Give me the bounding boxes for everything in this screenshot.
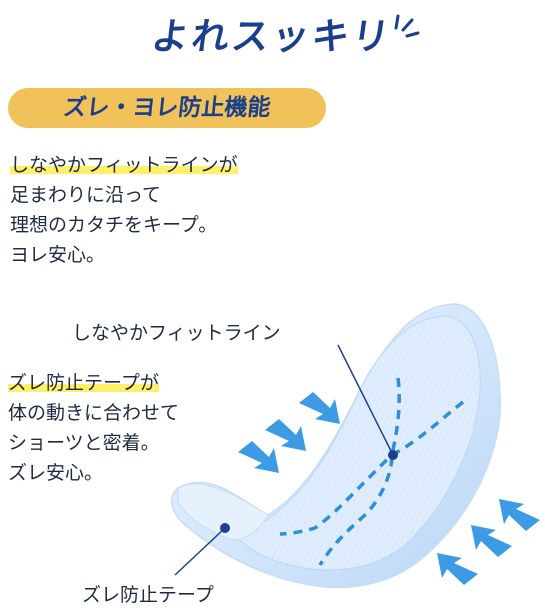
pad-front-tab [177,483,269,541]
sparkle-icon [394,14,420,38]
intro-line-highlight: しなやかフィットラインが [10,154,238,176]
callout-fit-line-label: しなやかフィットライン [72,322,281,344]
arrow-left-icon [471,525,512,557]
arrow-right-icon [238,441,279,473]
side-line: 体の動きに合わせて [8,402,180,424]
intro-line: 足まわりに沿って [10,184,162,206]
side-line: ショーツと密着。 [8,432,160,454]
callout-dot-tape [220,523,230,533]
fit-line-left [318,377,401,566]
pad-mesh [235,316,481,570]
intro-text: しなやかフィットラインが 足まわりに沿って 理想のカタチをキープ。 ヨレ安心。 [10,150,238,270]
side-text: ズレ防止テープが 体の動きに合わせて ショーツと密着。 ズレ安心。 [8,368,179,488]
callout-line-tape [174,527,226,576]
arrow-left-icon [499,499,540,531]
callout-line-fit [337,344,394,456]
side-line: ズレ安心。 [8,462,104,484]
callout-dot-fit [388,450,398,460]
intro-line: ヨレ安心。 [10,244,106,266]
feature-badge [8,88,326,128]
intro-line: 理想のカタチをキープ。 [10,214,218,236]
callout-tape-label: ズレ防止テープ [82,584,214,606]
arrows-right [437,499,540,585]
arrows-left [238,392,340,473]
side-line-highlight: ズレ防止テープが [8,372,159,394]
arrow-right-icon [265,419,306,451]
arrow-right-icon [299,392,340,424]
fit-line-right [279,400,465,536]
arrow-left-icon [437,553,478,585]
